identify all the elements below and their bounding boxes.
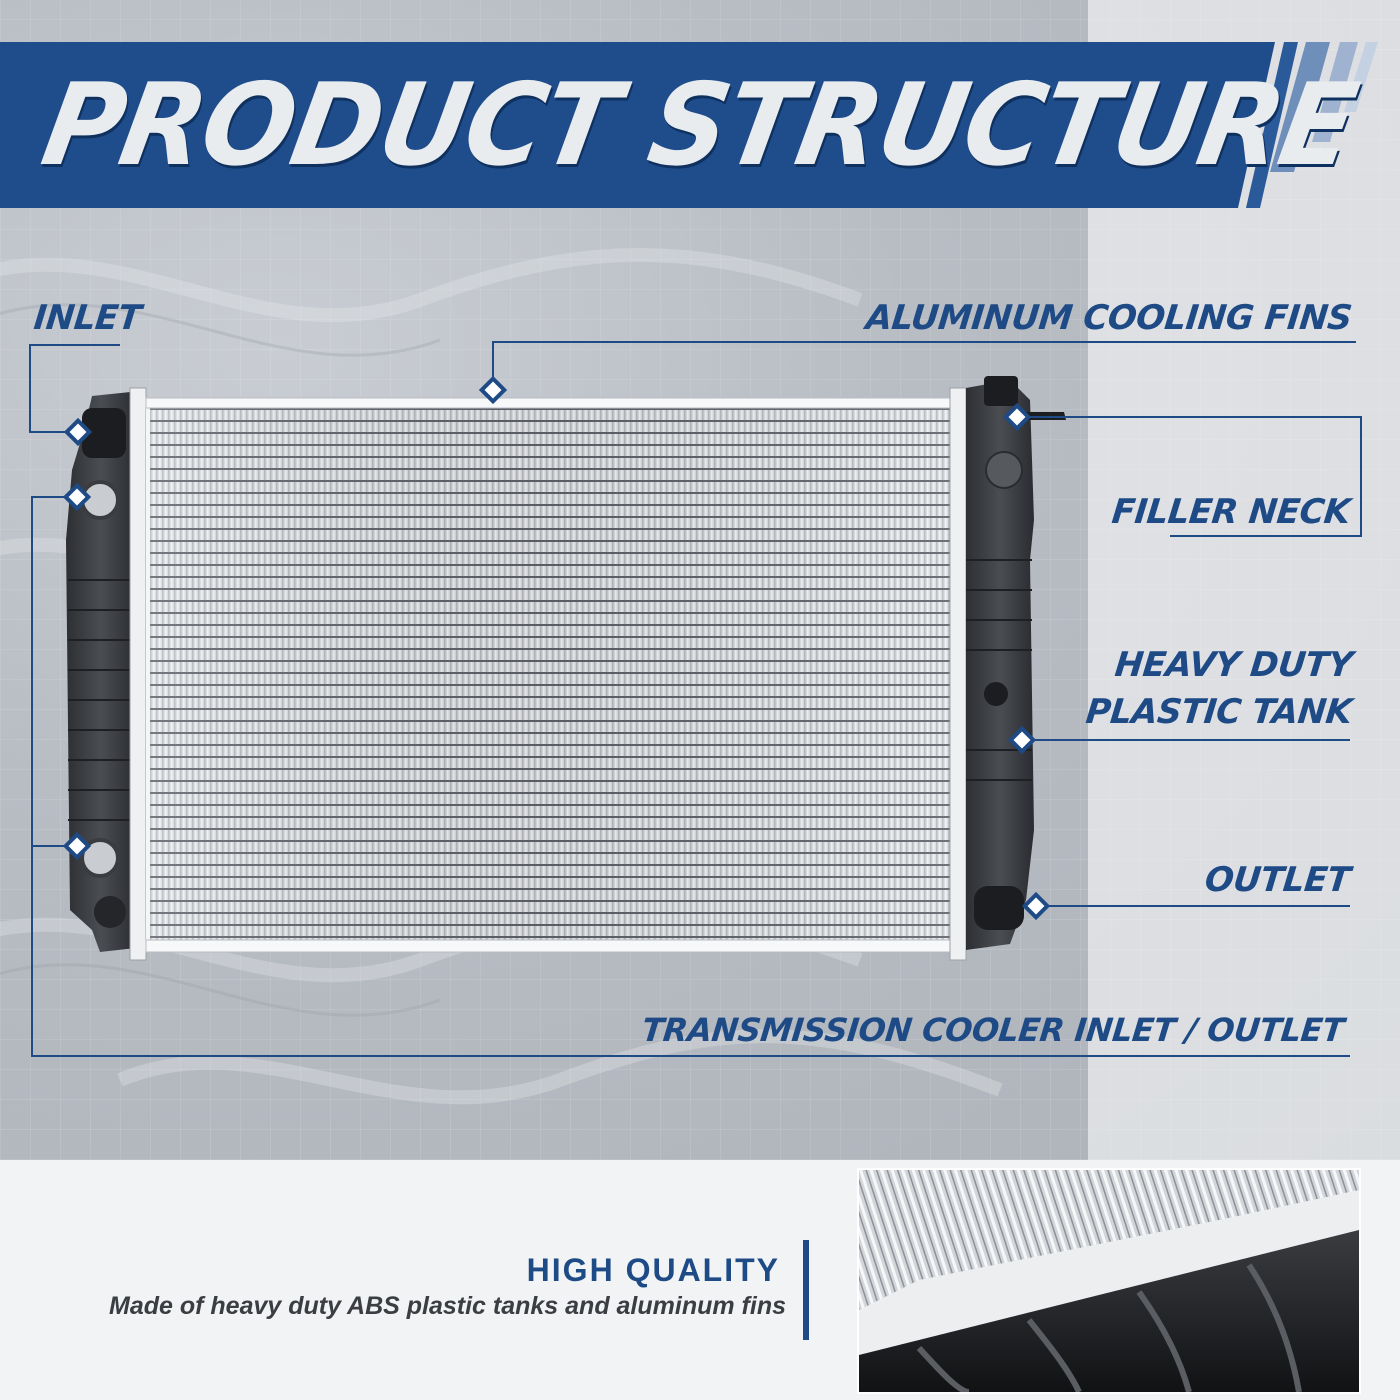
detail-closeup-image (857, 1168, 1361, 1394)
label-heavy-duty-line1: HEAVY DUTY (1112, 645, 1355, 685)
label-filler-neck: FILLER NECK (1109, 492, 1353, 532)
label-plastic-tank-line2: PLASTIC TANK (1084, 692, 1355, 732)
label-aluminum-cooling-fins: ALUMINUM COOLING FINS (864, 298, 1355, 338)
label-transmission-cooler: TRANSMISSION COOLER INLET / OUTLET (640, 1011, 1346, 1049)
label-inlet: INLET (31, 298, 143, 338)
feature-accent-bar (803, 1240, 809, 1340)
radiator-image (66, 376, 1066, 961)
callout-lines (29, 341, 1362, 1057)
title-banner (0, 42, 1400, 212)
label-outlet: OUTLET (1203, 860, 1353, 900)
feature-title: HIGH QUALITY (526, 1252, 780, 1288)
feature-description: Made of heavy duty ABS plastic tanks and… (109, 1292, 786, 1320)
